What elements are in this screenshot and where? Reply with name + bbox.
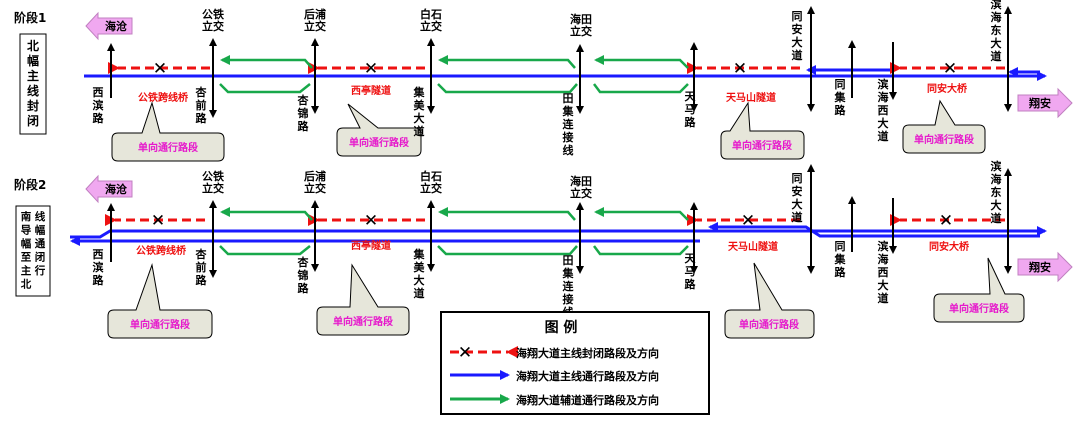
- stage1-road-label-tianma: 天马路: [685, 90, 697, 129]
- stage1-label: 阶段1: [14, 10, 46, 25]
- stage1-callout-4: [902, 99, 986, 154]
- stage1-closed-x-3: ✕: [733, 59, 747, 79]
- stage1-road-label-xibin: 西滨路: [93, 86, 105, 125]
- stage2-road-label-binhai-east: 滨海东大道: [991, 159, 1002, 225]
- stage1-gongtie-bridge-label: 公铁跨线桥: [138, 91, 189, 104]
- stage2-interchange-houpu: 后浦立交: [304, 169, 326, 195]
- stage2-callout-4: [933, 257, 1025, 323]
- stage2-aux-baishi-bottom: [437, 245, 578, 256]
- stage2-aux-gongtie-bottom: [219, 245, 311, 256]
- legend-title: 图 例: [545, 319, 578, 336]
- stage2-closed-x-2: ✕: [364, 211, 378, 231]
- stage2-road-label-xingjin: 杏锦路: [297, 255, 310, 295]
- legend-closed-label: 海翔大道主线封闭路段及方向: [516, 346, 659, 360]
- stage1-callout-3-label: 单向通行路段: [732, 139, 792, 152]
- stage1-aux-baishi-bottom: [437, 83, 578, 94]
- stage2-tongan-bridge-label: 同安大桥: [929, 240, 970, 253]
- stage1-aux-gongtie-top: [220, 55, 313, 69]
- stage1-tianmashan-tunnel-label: 天马山隧道: [726, 91, 776, 104]
- stage2-tianmashan-tunnel-label: 天马山隧道: [728, 240, 778, 253]
- stage2-road-label-jimei: 集美大道: [413, 247, 426, 300]
- stage1-callout-1-label: 单向通行路段: [138, 141, 198, 154]
- stage2-interchange-haitian: 海田立交: [570, 174, 592, 200]
- stage1-closed-x-1: ✕: [153, 59, 167, 79]
- stage2-road-label-binhai-west: 滨海西大道: [878, 239, 889, 305]
- stage2-road-label-xibin: 西滨路: [93, 248, 105, 287]
- legend: 图 例 ✕ 海翔大道主线封闭路段及方向 海翔大道主线通行路段及方向 海翔大道辅道…: [440, 311, 710, 415]
- stage2-road-label-tongan: 同安大道: [792, 172, 803, 224]
- stage2-closed-x-4: ✕: [939, 211, 953, 231]
- legend-auxiliary-label: 海翔大道辅道通行路段及方向: [516, 393, 659, 407]
- stage2-aux-haitian-bottom: [593, 245, 689, 256]
- stage2-xiangan-arrow: [1017, 251, 1073, 283]
- stage1-xiangan-label: 翔安: [1028, 96, 1051, 110]
- stage1-road-label-xingjin: 杏锦路: [297, 93, 310, 133]
- stage1-road-label-jimei: 集美大道: [413, 85, 426, 138]
- legend-closed-x: ✕: [458, 343, 472, 363]
- stage2-callout-1-label: 单向通行路段: [130, 318, 190, 331]
- stage1-callout-3: [720, 101, 805, 160]
- stage1-road-label-tongji: 同集路: [834, 78, 847, 117]
- stage2-aux-baishi-top: [438, 207, 576, 221]
- stage1-xiting-tunnel-label: 西亭隧道: [351, 84, 391, 97]
- stage1-closed-x-4: ✕: [943, 59, 957, 79]
- stage1-aux-haitian-bottom: [593, 83, 689, 94]
- stage2-interchange-gongtie: 公铁立交: [202, 169, 224, 195]
- stage1-panel: 阶段1 北幅主线封闭 海沧 翔安 ✕ ✕ ✕ ✕: [14, 6, 1073, 162]
- stage1-closed-x-2: ✕: [364, 59, 378, 79]
- legend-box: [440, 311, 710, 415]
- road-labels: 公铁立交后浦立交白石立交海田立交同安大道滨海东大道西滨路杏前路杏锦路集美大道田集…: [93, 0, 1002, 319]
- stage2-callout-3-label: 单向通行路段: [739, 318, 799, 331]
- stage1-haicang-arrow: [85, 11, 133, 41]
- stage2-closed-x-3: ✕: [741, 211, 755, 231]
- stage1-callout-1: [111, 101, 225, 162]
- stage2-callout-2: [316, 263, 410, 336]
- stage2-callout-1: [107, 263, 213, 339]
- stage1-aux-baishi-top: [438, 55, 576, 69]
- stage2-label: 阶段2: [14, 177, 46, 192]
- stage1-road-label-tianji: 田集连接线: [562, 92, 575, 157]
- stage1-road-label-xingqian: 杏前路: [195, 85, 208, 125]
- stage1-interchange-haitian: 海田立交: [570, 12, 592, 38]
- stage1-interchange-houpu: 后浦立交: [304, 7, 326, 33]
- stage2-road-label-xingqian: 杏前路: [195, 247, 208, 287]
- stage2-closure-text: 南导幅至主北线幅通闭行: [21, 210, 46, 291]
- stage1-interchange-baishi: 白石立交: [420, 7, 442, 33]
- stage1-haicang-label: 海沧: [105, 19, 127, 33]
- stage1-aux-haitian-top: [594, 55, 689, 69]
- stage2-xiangan-label: 翔安: [1028, 260, 1051, 274]
- stage1-xiangan-arrow: [1017, 87, 1073, 119]
- stage2-closure-box: [15, 205, 51, 297]
- stage2-callout-3: [724, 262, 815, 339]
- stage2-callout-4-label: 单向通行路段: [949, 302, 1009, 315]
- stage1-tongan-bridge-label: 同安大桥: [927, 82, 968, 95]
- stage1-callout-2-label: 单向通行路段: [349, 136, 409, 149]
- stage1-callout-4-label: 单向通行路段: [914, 133, 974, 146]
- stage2-haicang-arrow: [85, 174, 133, 204]
- stage2-closed-x-1: ✕: [151, 211, 165, 231]
- stage2-road-label-tongji: 同集路: [834, 240, 847, 279]
- stage2-aux-haitian-top: [594, 207, 689, 221]
- stage2-gongtie-bridge-label: 公铁跨线桥: [136, 244, 187, 257]
- stage1-road-label-binhai-west: 滨海西大道: [878, 77, 889, 143]
- stage1-interchange-gongtie: 公铁立交: [202, 7, 224, 33]
- stage1-closure-text: 北幅主线封闭: [27, 38, 39, 128]
- stage2-road-label-tianma: 天马路: [685, 252, 697, 291]
- stage2-interchange-baishi: 白石立交: [420, 169, 442, 195]
- stage2-panel: 阶段2 南导幅至主北线幅通闭行 海沧 翔安 ✕ ✕ ✕ ✕: [14, 164, 1073, 339]
- stage1-aux-gongtie-bottom: [219, 83, 311, 94]
- stage1-road-label-tongan: 同安大道: [792, 10, 803, 62]
- stage1-closure-box: [19, 33, 47, 135]
- stage1-road-label-binhai-east: 滨海东大道: [991, 0, 1002, 63]
- stage2-callout-2-label: 单向通行路段: [333, 315, 393, 328]
- stage2-xiting-tunnel-label: 西亭隧道: [351, 239, 391, 252]
- stage2-haicang-label: 海沧: [105, 182, 127, 196]
- stage2-road-label-tianji: 田集连接线: [562, 254, 575, 319]
- stage1-callout-2: [336, 103, 422, 157]
- legend-mainline-label: 海翔大道主线通行路段及方向: [516, 369, 659, 383]
- stage2-aux-gongtie-top: [220, 207, 313, 221]
